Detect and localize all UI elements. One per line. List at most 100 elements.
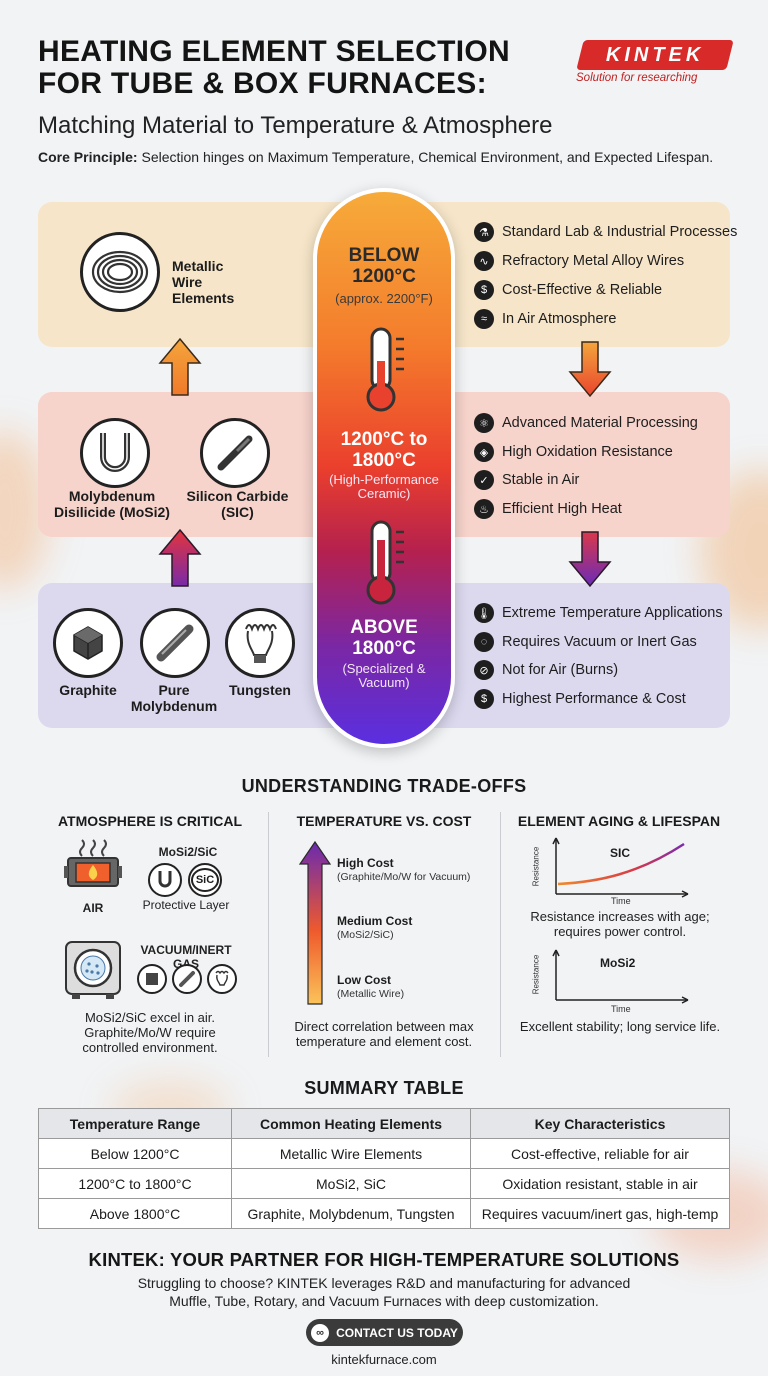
thermometer-icon xyxy=(366,520,404,605)
tier3-feature: $Highest Performance & Cost xyxy=(474,689,686,709)
wind-icon: ≈ xyxy=(474,309,494,329)
website-link[interactable]: kintekfurnace.com xyxy=(331,1352,437,1367)
tier3-feature: 🌡Extreme Temperature Applications xyxy=(474,603,723,623)
divider xyxy=(500,812,501,1057)
tier3-heading: ABOVE 1800°C xyxy=(350,617,418,659)
tier2-feature: ✓Stable in Air xyxy=(474,470,579,490)
table-cell: Cost-effective, reliable for air xyxy=(470,1138,730,1169)
high-cost-label: High Cost xyxy=(337,856,394,870)
table-cell: Below 1200°C xyxy=(38,1138,232,1169)
atmosphere-title: ATMOSPHERE IS CRITICAL xyxy=(57,813,243,829)
medium-cost-note: (MoSi2/SiC) xyxy=(337,929,394,941)
cost-caption: Direct correlation between max temperatu… xyxy=(294,1019,474,1049)
footer-text: Struggling to choose? KINTEK leverages R… xyxy=(137,1275,631,1309)
coil-wire-icon xyxy=(80,232,160,312)
protective-layer-label: Protective Layer xyxy=(142,898,230,912)
molybdenum-label: Pure Molybdenum xyxy=(130,682,218,715)
mosi-sic-label: MoSi2/SiC xyxy=(158,845,218,859)
summary-table: Temperature Range Common Heating Element… xyxy=(38,1108,730,1229)
rod-element-icon xyxy=(200,418,270,488)
contact-button[interactable]: ∞ CONTACT US TODAY xyxy=(306,1319,463,1346)
low-cost-label: Low Cost xyxy=(337,973,391,987)
dollar-hand-icon: $ xyxy=(474,280,494,300)
table-header: Temperature Range xyxy=(38,1108,232,1139)
down-arrow-icon xyxy=(568,531,612,588)
tier1-feature: $ Cost-Effective & Reliable xyxy=(474,280,662,300)
tier1-note: (approx. 2200°F) xyxy=(335,291,433,306)
contact-button-label: CONTACT US TODAY xyxy=(336,1325,458,1340)
tier2-feature: ♨Efficient High Heat xyxy=(474,499,622,519)
mosi2-series-label: MoSi2 xyxy=(600,956,636,970)
table-row: Below 1200°C Metallic Wire Elements Cost… xyxy=(38,1138,730,1169)
temperature-pill xyxy=(313,188,455,748)
tier2-feature: ◈ High Oxidation Resistance xyxy=(474,442,673,462)
table-cell: Oxidation resistant, stable in air xyxy=(470,1168,730,1199)
atom-icon: ⚛ xyxy=(474,413,494,433)
air-label: AIR xyxy=(82,901,104,915)
atmosphere-caption: MoSi2/SiC excel in air. Graphite/Mo/W re… xyxy=(82,1010,218,1055)
cost-title: TEMPERATURE VS. COST xyxy=(296,813,472,829)
tradeoffs-title: UNDERSTANDING TRADE-OFFS xyxy=(241,776,527,796)
tier1-feature: ⚗Standard Lab & Industrial Processes xyxy=(474,222,737,242)
high-cost-note: (Graphite/Mo/W for Vacuum) xyxy=(337,871,471,883)
wire-icon: ∿ xyxy=(474,251,494,271)
table-header: Common Heating Elements xyxy=(231,1108,471,1139)
table-header-row: Temperature Range Common Heating Element… xyxy=(38,1108,730,1139)
link-icon: ∞ xyxy=(311,1323,330,1342)
feature-text: Requires Vacuum or Inert Gas xyxy=(502,634,697,650)
kintek-logo[interactable]: KINTEK xyxy=(576,40,734,70)
feature-text: Not for Air (Burns) xyxy=(502,662,619,678)
feature-text: In Air Atmosphere xyxy=(502,311,617,327)
feature-text: Highest Performance & Cost xyxy=(502,691,686,707)
table-cell: MoSi2, SiC xyxy=(231,1168,471,1199)
vacuum-chamber-icon xyxy=(65,941,121,999)
up-arrow-icon xyxy=(158,528,202,587)
feature-text: Cost-Effective & Reliable xyxy=(502,282,663,298)
shield-icon: ◈ xyxy=(474,442,494,462)
page-subtitle: Matching Material to Temperature & Atmos… xyxy=(38,112,553,139)
aging-title: ELEMENT AGING & LIFESPAN xyxy=(517,813,721,829)
table-row: Above 1800°C Graphite, Molybdenum, Tungs… xyxy=(38,1198,730,1229)
low-cost-note: (Metallic Wire) xyxy=(337,988,405,1000)
sic-xlabel: Time xyxy=(611,896,631,906)
tungsten-filament-icon xyxy=(225,608,295,678)
molybdenum-rod-icon xyxy=(140,608,210,678)
tier2-heading: 1200°C to 1800°C xyxy=(340,429,428,471)
feature-text: Refractory Metal Alloy Wires xyxy=(502,253,685,269)
cost-arrow-icon xyxy=(298,840,332,1005)
u-element-icon xyxy=(80,418,150,488)
molybdenum-rod-icon xyxy=(172,964,202,994)
table-cell: Metallic Wire Elements xyxy=(231,1138,471,1169)
tier3-feature: ◌Requires Vacuum or Inert Gas xyxy=(474,632,697,652)
sic-badge-text: SiC xyxy=(190,868,220,892)
mosi2-label: Molybdenum Disilicide (MoSi2) xyxy=(54,488,170,521)
mosi2-caption: Excellent stability; long service life. xyxy=(519,1019,721,1034)
tier2-note: (High-Performance Ceramic) xyxy=(329,472,439,502)
divider xyxy=(268,812,269,1057)
down-arrow-icon xyxy=(568,341,612,398)
table-cell: Requires vacuum/inert gas, high-temp xyxy=(470,1198,730,1229)
sic-label: Silicon Carbide (SIC) xyxy=(186,488,289,521)
mosi2-xlabel: Time xyxy=(611,1004,631,1014)
page-title: HEATING ELEMENT SELECTION FOR TUBE & BOX… xyxy=(38,35,510,101)
no-air-icon: ⊘ xyxy=(474,660,494,680)
graphite-label: Graphite xyxy=(59,682,117,698)
principle-label: Core Principle: xyxy=(38,149,138,165)
table-cell: Above 1800°C xyxy=(38,1198,232,1229)
feature-text: Efficient High Heat xyxy=(502,501,622,517)
graphite-cube-icon xyxy=(137,964,167,994)
logo-tagline: Solution for researching xyxy=(576,72,698,84)
feature-text: High Oxidation Resistance xyxy=(502,444,673,460)
shield-check-icon: ✓ xyxy=(474,470,494,490)
table-row: 1200°C to 1800°C MoSi2, SiC Oxidation re… xyxy=(38,1168,730,1199)
tier2-feature: ⚛Advanced Material Processing xyxy=(474,413,698,433)
sic-badge: SiC xyxy=(188,863,222,897)
footer-title: KINTEK: YOUR PARTNER FOR HIGH-TEMPERATUR… xyxy=(88,1249,680,1270)
logo-name: KINTEK xyxy=(605,43,705,66)
sic-aging-chart xyxy=(552,837,689,898)
metallic-wire-label: Metallic Wire Elements xyxy=(172,258,235,307)
tier1-feature: ≈ In Air Atmosphere xyxy=(474,309,616,329)
mosi2-aging-chart xyxy=(552,949,689,1004)
table-header: Key Characteristics xyxy=(470,1108,730,1139)
tungsten-filament-icon xyxy=(207,964,237,994)
